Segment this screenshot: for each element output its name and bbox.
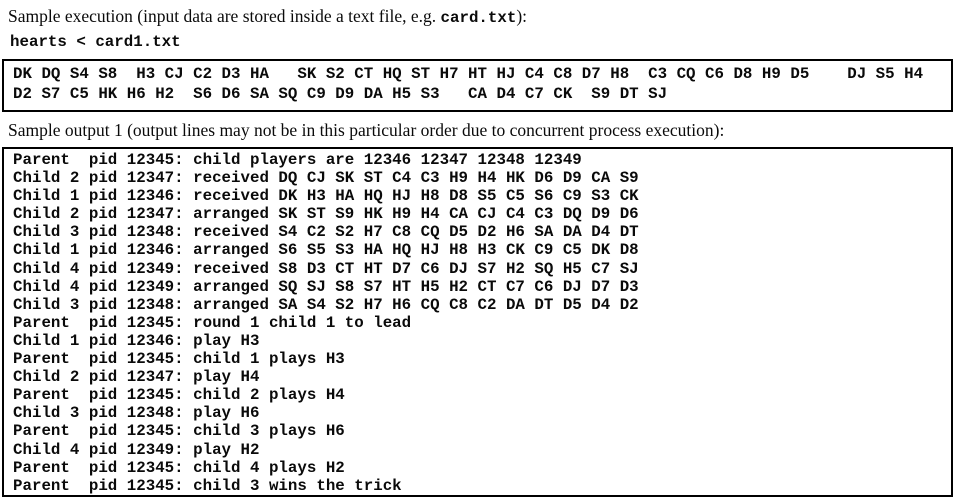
- output-line: Child 4 pid 12349: received S8 D3 CT HT …: [13, 259, 639, 278]
- output-line: Child 3 pid 12348: arranged SA S4 S2 H7 …: [13, 295, 639, 314]
- output-line: Child 4 pid 12349: arranged SQ SJ S8 S7 …: [13, 277, 639, 296]
- input-data-line: D2 S7 C5 HK H6 H2 S6 D6 SA SQ C9 D9 DA H…: [13, 84, 668, 103]
- caption-suffix-text: ):: [516, 6, 528, 26]
- output-line: Child 1 pid 12346: play H3: [13, 331, 260, 350]
- output-line: Parent pid 12345: child 3 plays H6: [13, 422, 345, 441]
- output-line: Parent pid 12345: child 3 wins the trick: [13, 476, 402, 495]
- output-line: Child 2 pid 12347: play H4: [13, 368, 260, 387]
- output-line: Child 1 pid 12346: received DK H3 HA HQ …: [13, 187, 639, 206]
- output-line: Parent pid 12345: child 4 plays H2: [13, 458, 345, 477]
- sample-output-caption: Sample output 1 (output lines may not be…: [8, 120, 725, 140]
- caption-prefix-text: Sample execution (input data are stored …: [8, 6, 441, 26]
- command-line: hearts < card1.txt: [10, 33, 181, 51]
- output-line: Parent pid 12345: child 2 plays H4: [13, 386, 345, 405]
- input-data-box: DK DQ S4 S8 H3 CJ C2 D3 HA SK S2 CT HQ S…: [2, 59, 953, 112]
- document-page: Sample execution (input data are stored …: [0, 5, 955, 497]
- output-line: Parent pid 12345: child players are 1234…: [13, 151, 582, 169]
- output-line: Child 2 pid 12347: arranged SK ST S9 HK …: [13, 205, 639, 224]
- output-line: Parent pid 12345: child 1 plays H3: [13, 350, 345, 369]
- output-line: Child 4 pid 12349: play H2: [13, 440, 260, 459]
- inline-code-filename: card.txt: [440, 9, 517, 27]
- output-line: Parent pid 12345: round 1 child 1 to lea…: [13, 313, 412, 332]
- output-line: Child 3 pid 12348: play H6: [13, 404, 260, 423]
- output-line: Child 2 pid 12347: received DQ CJ SK ST …: [13, 169, 639, 188]
- input-data-line: DK DQ S4 S8 H3 CJ C2 D3 HA SK S2 CT HQ S…: [13, 65, 924, 83]
- output-line: Child 1 pid 12346: arranged S6 S5 S3 HA …: [13, 241, 639, 260]
- output-line: Child 3 pid 12348: received S4 C2 S2 H7 …: [13, 223, 639, 242]
- sample-execution-caption: Sample execution (input data are stored …: [8, 5, 955, 29]
- output-box: Parent pid 12345: child players are 1234…: [2, 147, 953, 497]
